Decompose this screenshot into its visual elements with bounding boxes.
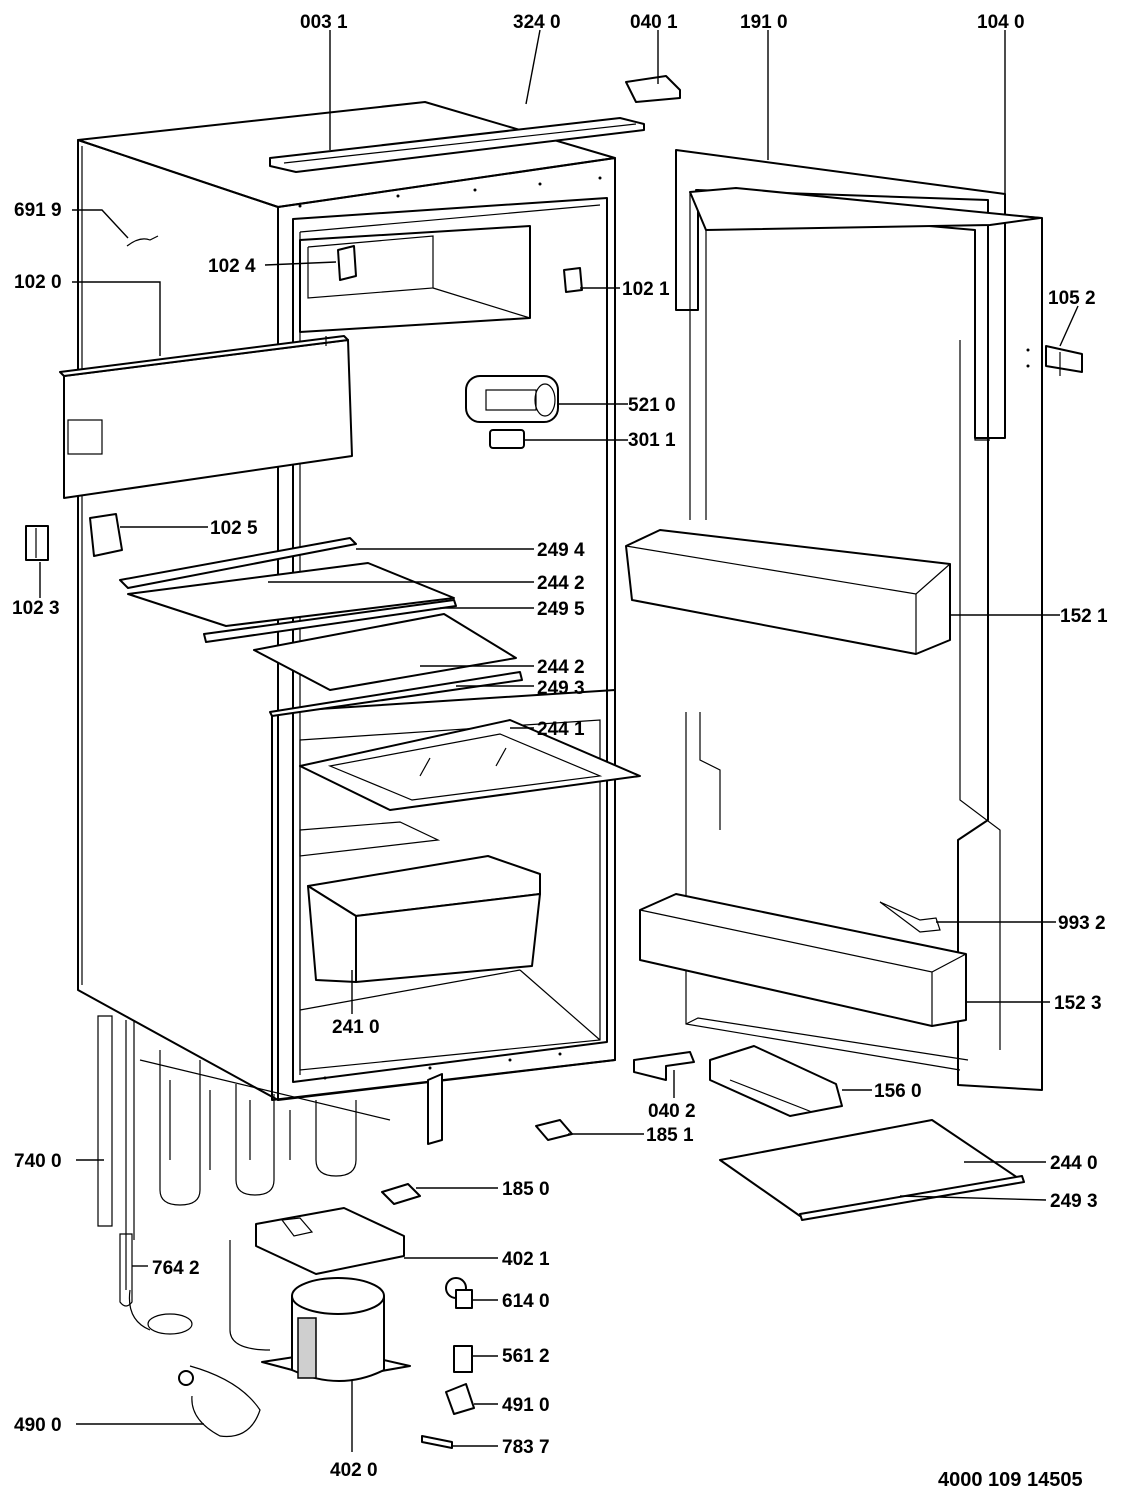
label-249-5: 249 5 bbox=[537, 599, 585, 620]
cover-491-0 bbox=[445, 1383, 475, 1415]
door-bin-upper bbox=[625, 529, 951, 655]
light-bulb-part bbox=[126, 235, 159, 247]
pin-783-7 bbox=[421, 1435, 453, 1449]
sensor-probe bbox=[879, 901, 941, 933]
label-102-3: 102 3 bbox=[12, 598, 60, 619]
drier-filter bbox=[119, 1233, 133, 1307]
power-cord bbox=[189, 1365, 261, 1438]
clip-185-1 bbox=[535, 1119, 573, 1141]
thermostat-control-panel bbox=[465, 375, 559, 423]
overload-561-2 bbox=[453, 1345, 473, 1373]
lamp-cover bbox=[489, 429, 525, 449]
label-152-1: 152 1 bbox=[1060, 606, 1108, 627]
crisper-drawer bbox=[307, 855, 541, 983]
label-249-3-upper: 249 3 bbox=[537, 678, 585, 699]
cover-cap bbox=[89, 513, 123, 557]
label-249-4: 249 4 bbox=[537, 540, 585, 561]
freezer-flap-door bbox=[59, 335, 353, 499]
label-105-2: 105 2 bbox=[1048, 288, 1096, 309]
hinge-top-right bbox=[625, 75, 681, 103]
label-301-1: 301 1 bbox=[628, 430, 676, 451]
compressor bbox=[261, 1277, 411, 1382]
latch-part bbox=[563, 267, 583, 293]
label-040-1: 040 1 bbox=[630, 12, 678, 33]
label-003-1: 003 1 bbox=[300, 12, 348, 33]
label-764-2: 764 2 bbox=[152, 1258, 200, 1279]
drier-coil bbox=[147, 1313, 193, 1335]
label-244-2-upper: 244 2 bbox=[537, 573, 585, 594]
plug bbox=[178, 1370, 194, 1386]
label-102-1: 102 1 bbox=[622, 279, 670, 300]
label-402-0: 402 0 bbox=[330, 1460, 378, 1481]
label-324-0: 324 0 bbox=[513, 12, 561, 33]
ice-cube-tray bbox=[709, 1045, 843, 1117]
label-993-2: 993 2 bbox=[1058, 913, 1106, 934]
label-561-2: 561 2 bbox=[502, 1346, 550, 1367]
diagram-code: 4000 109 14505 bbox=[938, 1469, 1083, 1491]
label-491-0: 491 0 bbox=[502, 1395, 550, 1416]
label-102-4: 102 4 bbox=[208, 256, 256, 277]
hinge-pin bbox=[337, 245, 357, 281]
hinge-bottom bbox=[633, 1051, 695, 1081]
label-040-2: 040 2 bbox=[648, 1101, 696, 1122]
label-244-2-lower: 244 2 bbox=[537, 657, 585, 678]
label-102-5: 102 5 bbox=[210, 518, 258, 539]
label-244-0: 244 0 bbox=[1050, 1153, 1098, 1174]
part-labels: 003 1 324 0 040 1 191 0 104 0 691 9 102 … bbox=[12, 12, 1108, 1491]
fridge-door bbox=[675, 149, 1043, 1091]
leader-lines bbox=[39, 29, 1079, 1452]
label-521-0: 521 0 bbox=[628, 395, 676, 416]
glass-shelf-bottom bbox=[719, 1119, 1025, 1221]
relay-614-0 bbox=[445, 1277, 473, 1309]
compressor-bracket bbox=[255, 1207, 405, 1275]
condenser-coil bbox=[97, 1015, 443, 1240]
label-249-3-lower: 249 3 bbox=[1050, 1191, 1098, 1212]
label-614-0: 614 0 bbox=[502, 1291, 550, 1312]
refrigerant-pipe bbox=[125, 1240, 271, 1351]
label-244-1: 244 1 bbox=[537, 719, 585, 740]
label-691-9: 691 9 bbox=[14, 200, 62, 221]
label-241-0: 241 0 bbox=[332, 1017, 380, 1038]
label-185-1: 185 1 bbox=[646, 1125, 694, 1146]
label-740-0: 740 0 bbox=[14, 1151, 62, 1172]
label-102-0: 102 0 bbox=[14, 272, 62, 293]
label-402-1: 402 1 bbox=[502, 1249, 550, 1270]
label-156-0: 156 0 bbox=[874, 1081, 922, 1102]
label-783-7: 783 7 bbox=[502, 1437, 550, 1458]
label-185-0: 185 0 bbox=[502, 1179, 550, 1200]
door-bin-lower bbox=[639, 893, 967, 1027]
hinge-bracket-left bbox=[25, 525, 49, 561]
label-152-3: 152 3 bbox=[1054, 993, 1102, 1014]
clip-185-0 bbox=[381, 1183, 421, 1205]
hinge-door-right bbox=[1045, 345, 1083, 376]
label-490-0: 490 0 bbox=[14, 1415, 62, 1436]
label-104-0: 104 0 bbox=[977, 12, 1025, 33]
shelves bbox=[119, 537, 641, 811]
label-191-0: 191 0 bbox=[740, 12, 788, 33]
